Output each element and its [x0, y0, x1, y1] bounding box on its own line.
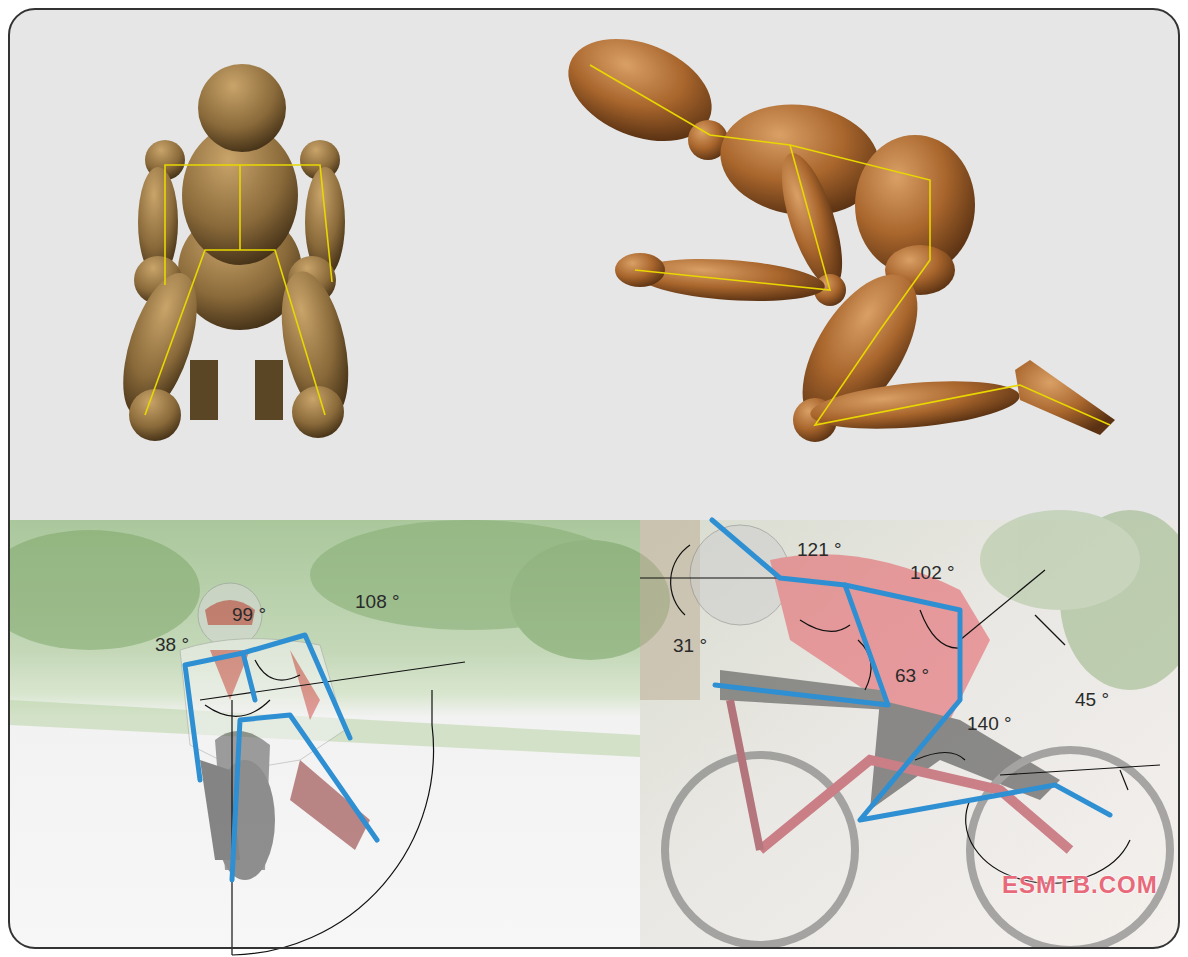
angle-label: 45 °	[1075, 690, 1109, 709]
angle-label: 31 °	[673, 636, 707, 655]
skeleton-lines	[185, 520, 1110, 880]
angle-label: 63 °	[895, 666, 929, 685]
angle-label: 140 °	[967, 714, 1012, 733]
side-mannequin	[553, 19, 1115, 444]
angle-label: 102 °	[910, 563, 955, 582]
angle-label: 99 °	[232, 605, 266, 624]
watermark: ESMTB.COM	[1002, 873, 1158, 897]
front-mannequin	[108, 64, 360, 441]
angle-arcs	[200, 545, 1160, 955]
angle-label: 121 °	[797, 540, 842, 559]
angle-label: 38 °	[155, 635, 189, 654]
angle-label: 108 °	[355, 592, 400, 611]
